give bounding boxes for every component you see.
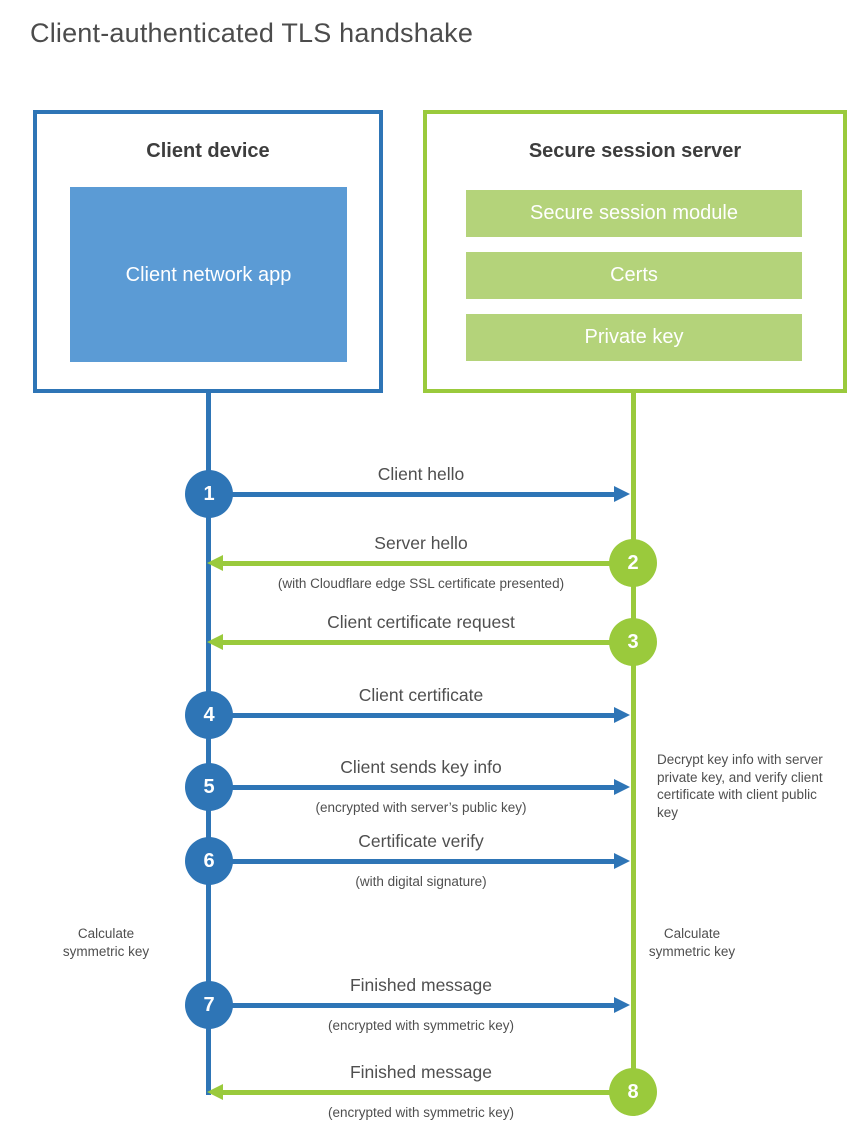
message-note: (encrypted with symmetric key) xyxy=(327,1018,515,1033)
arrowhead-left-icon xyxy=(207,555,223,571)
arrow-line xyxy=(209,492,614,497)
step-number-badge: 6 xyxy=(185,837,233,885)
arrow-line xyxy=(209,1003,614,1008)
step-number: 7 xyxy=(203,993,215,1016)
arrow-line xyxy=(209,859,614,864)
page-title: Client-authenticated TLS handshake xyxy=(30,18,474,48)
step-number-badge: 3 xyxy=(609,618,657,666)
client-network-app-label: Client network app xyxy=(125,263,292,286)
server-module-secure-session: Secure session module xyxy=(466,190,802,237)
arrowhead-right-icon xyxy=(614,707,630,723)
step-number: 3 xyxy=(627,630,639,653)
step-number: 1 xyxy=(203,482,215,505)
step-number-badge: 1 xyxy=(185,470,233,518)
message-note: (with Cloudflare edge SSL certificate pr… xyxy=(277,576,565,591)
step-number: 6 xyxy=(203,849,215,872)
message-label: Finished message xyxy=(349,1062,493,1082)
message-note: (with digital signature) xyxy=(355,874,487,889)
client-network-app-box: Client network app xyxy=(70,187,347,362)
arrowhead-left-icon xyxy=(207,634,223,650)
step-number-badge: 5 xyxy=(185,763,233,811)
arrow-line xyxy=(223,1090,633,1095)
message-label: Client hello xyxy=(377,464,465,484)
step-number-badge: 2 xyxy=(609,539,657,587)
arrow-line xyxy=(223,561,633,566)
decrypt-key-info-note: Decrypt key info with server private key… xyxy=(657,752,823,820)
step-number-badge: 4 xyxy=(185,691,233,739)
arrowhead-right-icon xyxy=(614,997,630,1013)
secure-session-server-header: Secure session server xyxy=(528,140,742,162)
arrow-line xyxy=(209,713,614,718)
step-number-badge: 7 xyxy=(185,981,233,1029)
message-note: (encrypted with server’s public key) xyxy=(315,800,527,815)
server-module-certs: Certs xyxy=(466,252,802,299)
server-lifeline xyxy=(631,391,636,1092)
step-number: 2 xyxy=(627,551,639,574)
arrowhead-right-icon xyxy=(614,486,630,502)
message-label: Certificate verify xyxy=(358,831,484,851)
message-label: Client certificate request xyxy=(327,612,515,632)
message-note: (encrypted with symmetric key) xyxy=(327,1105,515,1120)
arrowhead-right-icon xyxy=(614,779,630,795)
arrowhead-right-icon xyxy=(614,853,630,869)
message-label: Server hello xyxy=(374,533,468,553)
client-lifeline xyxy=(206,391,211,1095)
step-number: 4 xyxy=(203,703,215,726)
message-label: Client certificate xyxy=(358,685,484,705)
calculate-symmetric-key-left-note: Calculate symmetric key xyxy=(62,926,150,959)
step-number: 5 xyxy=(203,775,215,798)
server-module-private-key: Private key xyxy=(466,314,802,361)
arrow-line xyxy=(209,785,614,790)
message-label: Client sends key info xyxy=(340,757,502,777)
arrowhead-left-icon xyxy=(207,1084,223,1100)
arrow-line xyxy=(223,640,633,645)
client-device-header: Client device xyxy=(146,140,270,162)
step-number-badge: 8 xyxy=(609,1068,657,1116)
message-label: Finished message xyxy=(349,975,493,995)
step-number: 8 xyxy=(627,1080,639,1103)
calculate-symmetric-key-right-note: Calculate symmetric key xyxy=(648,926,736,959)
